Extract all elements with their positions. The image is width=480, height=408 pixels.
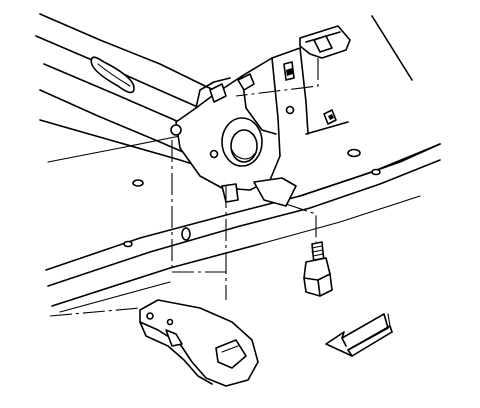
bracket-hole (209, 149, 219, 159)
crossmember-hole (123, 240, 133, 248)
crossmember (45, 131, 441, 313)
key-hex-hole (215, 339, 247, 369)
crossmember-hole (371, 168, 381, 176)
torsion-bar-key (139, 299, 259, 387)
bracket-hole (285, 105, 295, 115)
crossmember-hole (347, 148, 361, 158)
front-of-vehicle-arrow-icon (325, 313, 393, 357)
crossmember-hole (181, 227, 191, 241)
key-hole (166, 318, 174, 326)
adjuster-bolt (303, 241, 333, 297)
retainer-clip (299, 25, 351, 59)
bracket-bore-inner (230, 129, 258, 163)
bracket-hole (170, 124, 182, 136)
key-hole (146, 312, 154, 320)
torsion-bar-adjuster-bracket (170, 57, 297, 207)
bracket-side-plate (271, 47, 349, 135)
frame-edge (371, 15, 413, 81)
leader-lines (49, 58, 319, 317)
crossmember-hole (132, 179, 144, 187)
